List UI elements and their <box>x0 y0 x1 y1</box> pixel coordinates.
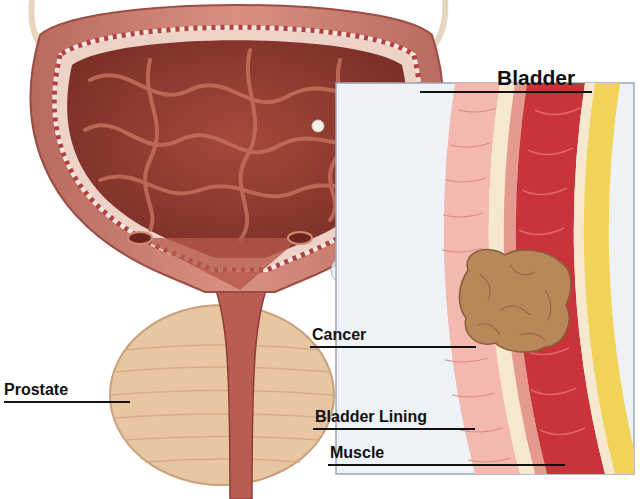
part-label: Bladder Lining <box>315 408 427 426</box>
ureteric-orifice <box>128 232 312 244</box>
urethra <box>210 270 272 499</box>
tumour-spot <box>312 120 324 132</box>
part-label: Prostate <box>4 381 68 399</box>
part-label: Cancer <box>312 326 366 344</box>
part-label: Muscle <box>330 444 384 462</box>
label-underline <box>4 92 592 465</box>
trigone <box>140 238 300 290</box>
prostate-gland <box>110 305 334 485</box>
part-label: Bladder <box>497 66 575 89</box>
tumour <box>459 250 570 353</box>
